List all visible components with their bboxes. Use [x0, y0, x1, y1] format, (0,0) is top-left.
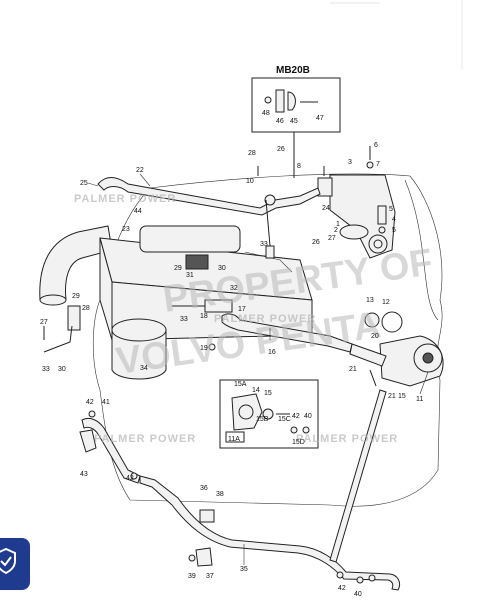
callout: 33 [260, 241, 268, 248]
callout: 42 [86, 399, 94, 406]
callout: 36 [200, 485, 208, 492]
callout: 27 [328, 235, 336, 242]
inset-15a [219, 379, 319, 449]
shield-badge[interactable] [0, 538, 30, 590]
callout: 17 [238, 306, 246, 313]
callout: 20 [371, 333, 379, 340]
exhaust-elbow [39, 225, 113, 306]
callout: 16 [268, 349, 276, 356]
callout: 27 [40, 319, 48, 326]
watermark-brand-4: PALMER POWER [296, 433, 398, 445]
callout: 42 [338, 585, 346, 592]
callout: 35 [240, 566, 248, 573]
callout: 37 [206, 573, 214, 580]
callout: 15 [398, 393, 406, 400]
callout: 34 [140, 365, 148, 372]
callout: 40 [354, 591, 362, 598]
callout: 28 [248, 150, 256, 157]
callout: 15B [256, 416, 269, 423]
callout: 42 [126, 475, 134, 482]
callout: 29 [72, 293, 80, 300]
shield-check-icon [0, 548, 16, 574]
callout: 45 [290, 118, 298, 125]
callout: 2 [334, 227, 338, 234]
callout: 3 [348, 159, 352, 166]
callout: 24 [322, 205, 330, 212]
callout: 46 [276, 118, 284, 125]
callout: 26 [312, 239, 320, 246]
callout: 31 [186, 272, 194, 279]
callout: 1 [336, 221, 340, 228]
callout: 33 [180, 316, 188, 323]
engine-block [92, 173, 443, 507]
callout: 14 [252, 387, 260, 394]
callout: 18 [200, 313, 208, 320]
callout: 5 [392, 227, 396, 234]
callout: 28 [82, 305, 90, 312]
callout: 11 [416, 396, 423, 403]
callout: 15C [278, 416, 291, 423]
thermostat-housing [317, 174, 396, 259]
inset-mb20b [251, 77, 341, 178]
callout: 44 [134, 208, 142, 215]
callout: 15A [234, 381, 247, 388]
hose-22 [97, 177, 321, 259]
hose-35 [139, 389, 401, 591]
watermark-brand-1: PALMER POWER [74, 193, 176, 205]
callout: 29 [174, 265, 182, 272]
callout: 40 [304, 413, 312, 420]
callout: 6 [374, 142, 378, 149]
callout: 13 [366, 297, 374, 304]
callout-labels: 6 7 3 8 26 28 10 22 25 23 44 24 5 4 5 1 … [40, 110, 423, 598]
callout: 41 [102, 399, 110, 406]
callout: 8 [297, 163, 301, 170]
callout: 12 [382, 299, 390, 306]
pipe-16 [221, 313, 353, 353]
callout: 48 [262, 110, 270, 117]
callout: 32 [230, 285, 238, 292]
oil-filter [111, 318, 167, 380]
callout: 21 [349, 366, 357, 373]
callout: 43 [80, 471, 88, 478]
callout: 11A [228, 436, 240, 443]
leader-lines [87, 173, 429, 565]
callout: 4 [392, 216, 396, 223]
callout: 7 [376, 161, 380, 168]
callout: 22 [136, 167, 144, 174]
callout: 15D [292, 439, 305, 446]
callout: 33 [42, 366, 50, 373]
callout: 15 [264, 390, 272, 397]
callout: 10 [246, 178, 254, 185]
callout: 25 [80, 180, 88, 187]
callout: 26 [277, 146, 285, 153]
callout: 30 [218, 265, 226, 272]
callout: 30 [58, 366, 66, 373]
small-parts [43, 146, 387, 584]
callout: 19 [200, 345, 208, 352]
watermark-brand-2: PALMER POWER [214, 313, 316, 325]
hose-41 [79, 417, 141, 484]
callout: 23 [122, 226, 130, 233]
callout: 5 [389, 206, 393, 213]
callout: 47 [316, 115, 324, 122]
watermark-brand-3: PALMER POWER [94, 433, 196, 445]
callout: 21 [388, 393, 396, 400]
callout: 42 [292, 413, 300, 420]
callout: 38 [216, 491, 224, 498]
inset-title: MB20B [276, 65, 310, 76]
callout: 39 [188, 573, 196, 580]
